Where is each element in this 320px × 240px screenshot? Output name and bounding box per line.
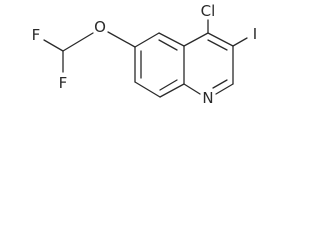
bond [183, 83, 201, 95]
bond [207, 32, 234, 47]
benzene-ring [134, 32, 185, 98]
chemical-structure: Cl I N O F F [32, 2, 258, 107]
pyridine-ring [183, 32, 234, 95]
double-bond-inner [159, 79, 178, 91]
bond [134, 81, 161, 98]
bond [134, 32, 160, 48]
bond [183, 32, 209, 47]
bond-to-oxygen [107, 31, 136, 48]
bond-oxygen-to-carbon [62, 32, 94, 52]
structure-canvas: Cl I N O F F [32, 2, 258, 107]
fluorine-top-atom-label: F [32, 26, 41, 44]
double-bond-inner [207, 39, 228, 51]
fluorine-bottom-atom-label: F [59, 74, 68, 92]
double-bond-inner [158, 39, 178, 51]
oxygen-atom-label: O [94, 18, 106, 36]
chlorine-atom-label: Cl [201, 2, 216, 20]
bond [159, 83, 185, 98]
bond [158, 32, 185, 47]
nitrogen-atom-label: N [202, 89, 213, 107]
iodine-atom-label: I [253, 25, 257, 43]
bond-to-iodine [232, 37, 248, 47]
bond [215, 83, 234, 95]
bond-to-fluorine-top [43, 39, 64, 52]
double-bond-inner [212, 79, 228, 89]
